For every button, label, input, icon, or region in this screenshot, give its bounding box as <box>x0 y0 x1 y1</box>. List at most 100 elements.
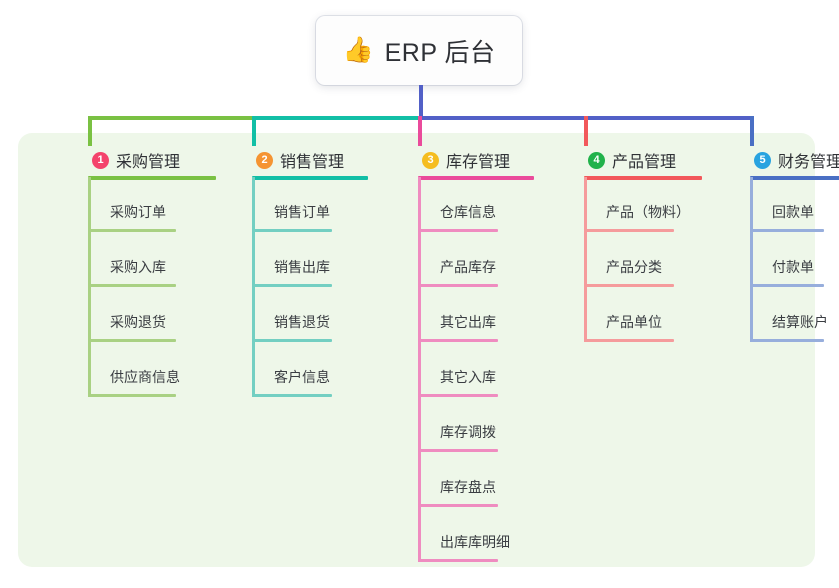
branch-number-badge-2: 2 <box>256 151 273 169</box>
leaf-rule <box>750 339 824 342</box>
leaf-rule <box>252 229 332 232</box>
leaf-rule <box>584 339 674 342</box>
leaf-rule <box>750 229 824 232</box>
branch-spine-5 <box>750 177 753 342</box>
branch-header-1[interactable]: 1 采购管理 <box>88 146 180 174</box>
leaf-rule <box>418 449 498 452</box>
leaf-label: 采购订单 <box>110 204 166 220</box>
leaf-item-1-1[interactable]: 采购订单 <box>88 177 176 232</box>
leaf-item-5-1[interactable]: 回款单 <box>750 177 824 232</box>
branch-number-badge-4: 4 <box>588 151 605 169</box>
leaf-item-3-4[interactable]: 其它入库 <box>418 342 498 397</box>
leaf-label: 采购入库 <box>110 259 166 275</box>
leaf-label: 供应商信息 <box>110 369 180 385</box>
leaf-item-3-3[interactable]: 其它出库 <box>418 287 498 342</box>
leaf-label: 库存盘点 <box>440 479 496 495</box>
branch-spine-4 <box>584 177 587 342</box>
branch-drop-2 <box>252 116 256 146</box>
leaf-rule <box>88 229 176 232</box>
branch-header-2[interactable]: 2 销售管理 <box>252 146 344 174</box>
leaf-label: 采购退货 <box>110 314 166 330</box>
leaf-label: 产品分类 <box>606 259 662 275</box>
root-node[interactable]: 👍 ERP 后台 <box>316 16 522 85</box>
leaf-label: 销售出库 <box>274 259 330 275</box>
branch-column-4: 4 产品管理产品（物料） 产品分类产品单位 <box>584 146 702 342</box>
leaf-label: 销售退货 <box>274 314 330 330</box>
leaf-label: 产品（物料） <box>606 204 690 220</box>
leaf-rule <box>418 504 498 507</box>
leaf-item-3-7[interactable]: 出库库明细 <box>418 507 510 562</box>
leaf-rule <box>418 229 498 232</box>
branch-number-badge-3: 3 <box>422 151 439 169</box>
branch-drop-5 <box>750 116 754 146</box>
leaf-label: 产品单位 <box>606 314 662 330</box>
leaf-label: 回款单 <box>772 204 814 220</box>
branch-drop-1 <box>88 116 92 146</box>
leaf-item-5-2[interactable]: 付款单 <box>750 232 824 287</box>
branch-title-2: 销售管理 <box>280 154 345 171</box>
branch-drop-3 <box>418 116 422 146</box>
leaf-rule <box>418 394 498 397</box>
leaf-rule <box>418 339 498 342</box>
branches-panel <box>18 133 815 567</box>
branch-spine-3 <box>418 177 421 562</box>
leaf-rule <box>88 339 176 342</box>
branch-drop-4 <box>584 116 588 146</box>
leaf-item-2-3[interactable]: 销售退货 <box>252 287 332 342</box>
leaf-label: 付款单 <box>772 259 814 275</box>
leaf-label: 客户信息 <box>274 369 330 385</box>
leaf-label: 其它入库 <box>440 369 496 385</box>
branch-spine-2 <box>252 177 255 397</box>
leaf-rule <box>418 559 498 562</box>
branch-title-1: 采购管理 <box>116 154 181 171</box>
leaf-rule <box>418 284 498 287</box>
leaf-item-3-5[interactable]: 库存调拨 <box>418 397 498 452</box>
leaf-item-4-3[interactable]: 产品单位 <box>584 287 674 342</box>
root-node-label: ERP 后台 <box>384 38 496 67</box>
leaf-label: 销售订单 <box>274 204 330 220</box>
leaf-rule <box>88 394 176 397</box>
leaf-rule <box>252 284 332 287</box>
leaf-label: 产品库存 <box>440 259 496 275</box>
leaf-item-2-1[interactable]: 销售订单 <box>252 177 332 232</box>
branch-column-1: 1 采购管理采购订单采购入库采购退货供应商信息 <box>88 146 216 397</box>
leaf-item-4-1[interactable]: 产品（物料） <box>584 177 690 232</box>
branch-column-2: 2 销售管理销售订单销售出库销售退货客户信息 <box>252 146 368 397</box>
branch-header-rule-3 <box>418 176 534 180</box>
leaf-item-3-6[interactable]: 库存盘点 <box>418 452 498 507</box>
leaf-item-2-2[interactable]: 销售出库 <box>252 232 332 287</box>
leaf-item-4-2[interactable]: 产品分类 <box>584 232 674 287</box>
leaf-item-5-3[interactable]: 结算账户 <box>750 287 828 342</box>
branch-header-rule-1 <box>88 176 216 180</box>
branch-header-rule-5 <box>750 176 839 180</box>
thumbs-up-icon: 👍 <box>342 36 374 64</box>
leaf-label: 仓库信息 <box>440 204 496 220</box>
leaf-rule <box>750 284 824 287</box>
leaf-rule <box>252 339 332 342</box>
leaf-item-3-1[interactable]: 仓库信息 <box>418 177 498 232</box>
root-stem <box>419 85 423 120</box>
leaf-item-1-3[interactable]: 采购退货 <box>88 287 176 342</box>
leaf-rule <box>584 229 674 232</box>
branch-number-badge-1: 1 <box>92 151 109 169</box>
leaf-label: 结算账户 <box>772 314 828 330</box>
leaf-item-1-4[interactable]: 供应商信息 <box>88 342 180 397</box>
leaf-rule <box>584 284 674 287</box>
branch-title-5: 财务管理 <box>778 154 839 171</box>
bus-segment-2 <box>252 116 420 120</box>
branch-title-4: 产品管理 <box>612 154 677 171</box>
leaf-item-2-4[interactable]: 客户信息 <box>252 342 332 397</box>
branch-header-rule-2 <box>252 176 368 180</box>
leaf-label: 库存调拨 <box>440 424 496 440</box>
leaf-rule <box>88 284 176 287</box>
leaf-item-3-2[interactable]: 产品库存 <box>418 232 498 287</box>
branch-header-4[interactable]: 4 产品管理 <box>584 146 676 174</box>
leaf-label: 其它出库 <box>440 314 496 330</box>
leaf-item-1-2[interactable]: 采购入库 <box>88 232 176 287</box>
leaf-rule <box>252 394 332 397</box>
branch-header-rule-4 <box>584 176 702 180</box>
